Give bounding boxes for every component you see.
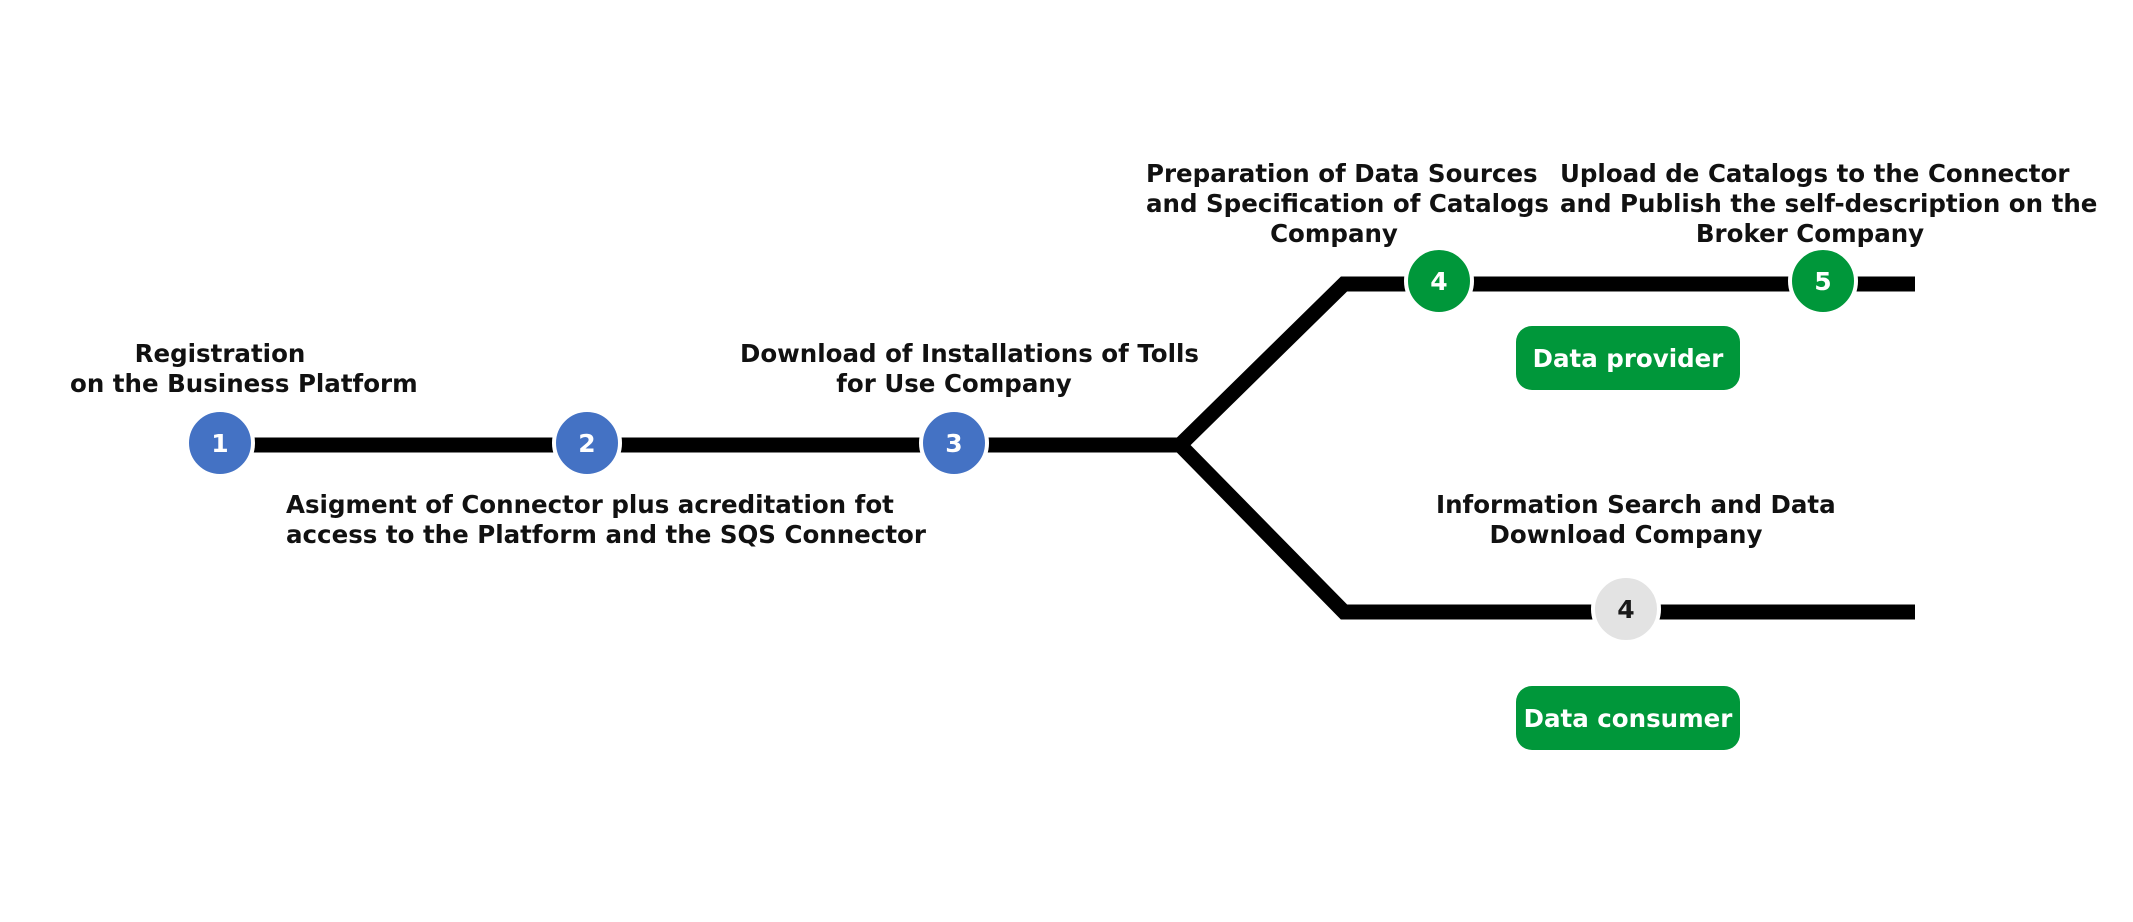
step-4-consumer-label: Information Search and Data Download Com… (1436, 490, 1836, 549)
step-number: 4 (1617, 595, 1634, 624)
step-3-circle: 3 (919, 408, 989, 478)
step-number: 4 (1430, 267, 1447, 296)
step-circle-shape (919, 408, 989, 478)
step-circle-shape (1591, 574, 1661, 644)
step-number: 1 (211, 429, 228, 458)
data-consumer-badge: Data consumer (1516, 686, 1740, 750)
step-4-consumer-circle: 4 (1591, 574, 1661, 644)
step-circle-shape (1788, 246, 1858, 316)
step-5-provider-circle: 5 (1788, 246, 1858, 316)
step-5-provider-label: Upload de Catalogs to the Connector and … (1560, 159, 2098, 248)
step-4-provider-circle: 4 (1404, 246, 1474, 316)
provider-branch-line (1174, 276, 1915, 451)
step-1-circle: 1 (185, 408, 255, 478)
step-circle-shape (552, 408, 622, 478)
step-3-label: Download of Installations of Tolls for U… (740, 339, 1199, 398)
consumer-branch-line (1174, 439, 1915, 620)
step-4-provider-label: Preparation of Data Sources and Specific… (1146, 159, 1550, 248)
step-circle-shape (1404, 246, 1474, 316)
step-number: 2 (578, 429, 595, 458)
step-2-circle: 2 (552, 408, 622, 478)
step-number: 3 (945, 429, 962, 458)
step-number: 5 (1814, 267, 1831, 296)
step-2-label: Asigment of Connector plus acreditation … (286, 490, 926, 549)
data-provider-badge: Data provider (1516, 326, 1740, 390)
step-circle-shape (185, 408, 255, 478)
step-1-label: Registration on the Business Platform (70, 339, 418, 398)
